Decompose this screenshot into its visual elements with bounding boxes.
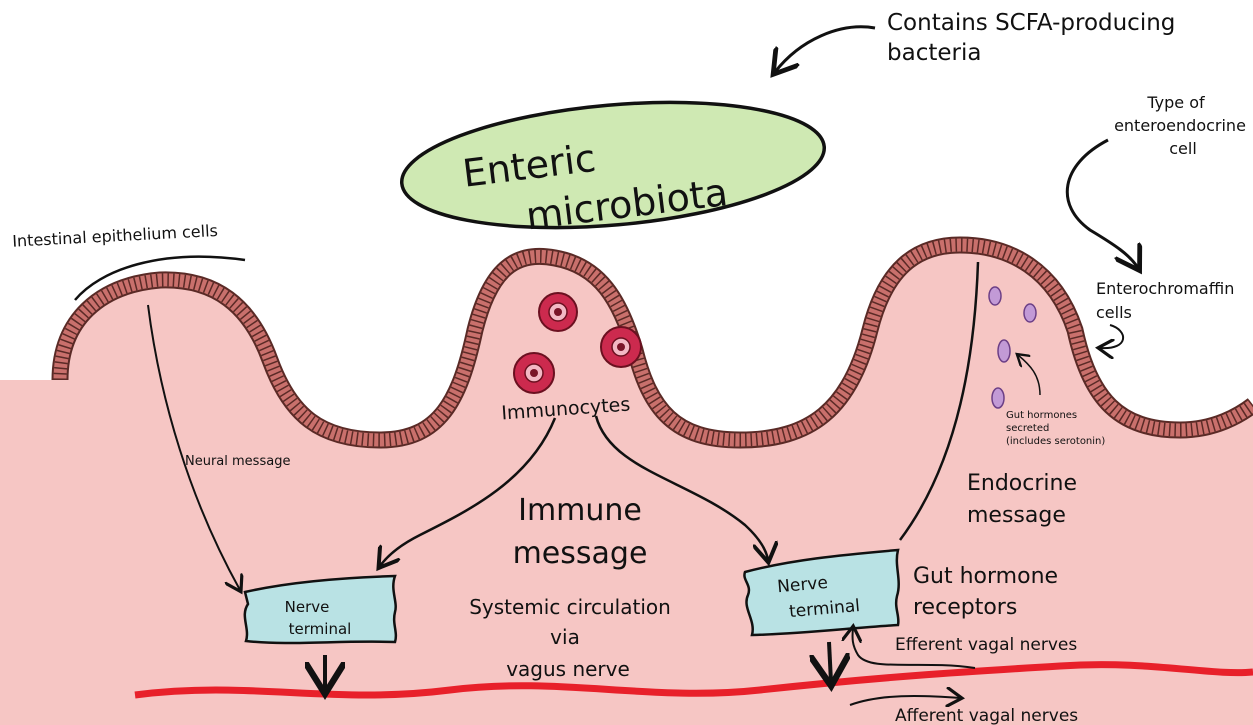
immunocyte-cell [539,293,577,331]
epithelium-label: Intestinal epithelium cells [12,221,218,251]
type-label-3: cell [1169,139,1197,158]
type-arrow [1067,140,1138,268]
nerve-terminal-left-label-1: Nerve [285,598,330,616]
immune-message-label-2: message [513,536,648,571]
type-label-2: enteroendocrine [1114,116,1246,135]
right-terminal-down-arrow [829,642,831,682]
type-label-1: Type of [1146,93,1205,112]
enterochromaffin-arrow [1100,325,1123,348]
secretory-granule [998,340,1010,362]
gut-hormones-secreted-label-3: (includes serotonin) [1006,436,1105,447]
immunocyte-cell [601,327,641,367]
immune-message-label-1: Immune [518,493,642,528]
immunocyte-cell [514,353,554,393]
gut-hormones-secreted-label-2: secreted [1006,423,1049,434]
nerve-terminal-left-label-2: terminal [289,620,352,638]
scfa-label-1: Contains SCFA-producing [887,10,1175,36]
systemic-label-1: Systemic circulation [469,595,671,619]
neural-message-label: Neural message [185,454,290,469]
gut-hormone-receptors-label-1: Gut hormone [913,564,1058,589]
secretory-granule [989,287,1001,305]
scfa-arrow [775,27,875,72]
enterochromaffin-label-2: cells [1096,303,1132,322]
systemic-label-2: via [550,625,580,649]
gut-hormones-secreted-label-1: Gut hormones [1006,410,1077,421]
scfa-label-2: bacteria [887,40,981,66]
endocrine-message-label-2: message [967,503,1066,528]
afferent-label: Afferent vagal nerves [895,706,1078,725]
secretory-granule [992,388,1004,408]
endocrine-message-label-1: Endocrine [967,471,1077,496]
systemic-label-3: vagus nerve [506,657,630,681]
secretory-granule [1024,304,1036,322]
efferent-label: Efferent vagal nerves [895,635,1077,655]
enterochromaffin-label-1: Enterochromaffin [1096,279,1234,298]
gut-hormone-receptors-label-2: receptors [913,595,1017,620]
